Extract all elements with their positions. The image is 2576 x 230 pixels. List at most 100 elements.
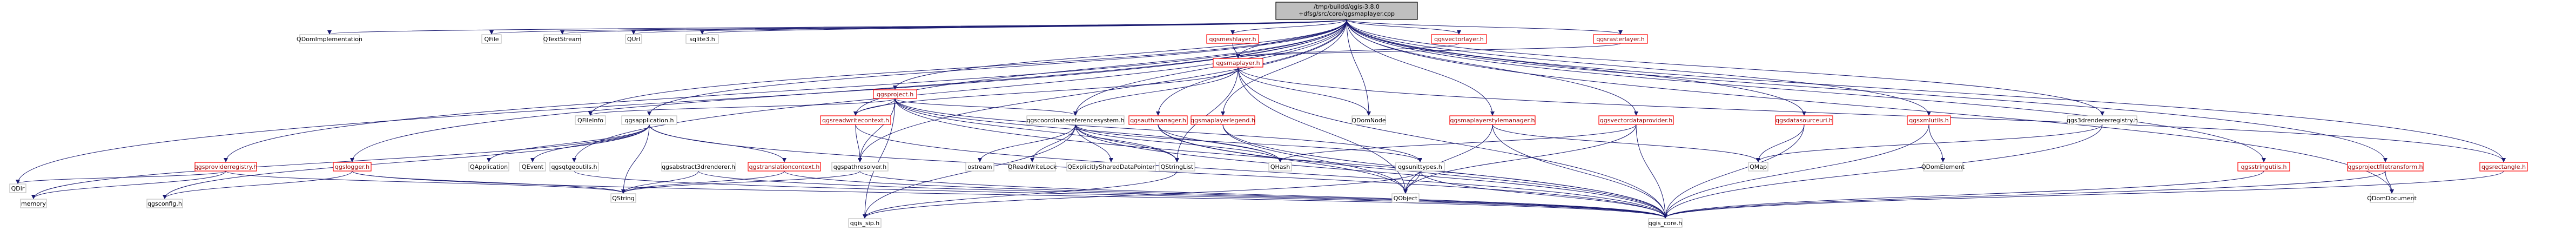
node-label: QMap <box>1750 163 1767 170</box>
edge-qgsmaplayer-h-to-qstring-list <box>1175 67 1239 162</box>
node-label: qgsmeshlayer.h <box>1209 36 1256 43</box>
node-qmap: QMap <box>1748 162 1768 172</box>
node-qgscoordinatereferencesystem-h: qgscoordinatereferencesystem.h <box>1026 115 1125 125</box>
node-sqlite3-h: sqlite3.h <box>685 34 719 44</box>
edge-qgsapplication-h-to-qevent <box>530 124 650 162</box>
node-label: QObject <box>1394 195 1418 202</box>
edge-qgsreadwritecontext-h-to-qgspathresolver-h <box>855 124 862 162</box>
root-label-line-2: +dfsg/src/core/qgsmaplayer.cpp <box>1299 10 1395 17</box>
node-label: qgscoordinatereferencesystem.h <box>1026 117 1124 124</box>
node-label: qgslogger.h <box>335 163 369 170</box>
edge-root-to-qgsvectordataprovider-h <box>1346 19 1638 116</box>
node-label: qgsxmlutils.h <box>1909 117 1949 124</box>
node-label: qgsrectangle.h <box>2481 163 2526 170</box>
edge-root-to-qgsrectangle-h <box>1346 19 2506 162</box>
node-qapplication: QApplication <box>468 162 509 172</box>
edge-qgsreadwritecontext-h-to-qgis-core-h <box>855 124 1667 219</box>
edge-qgstranslationcontext-h-to-qstring <box>621 170 785 194</box>
node-label: QFileInfo <box>577 117 603 124</box>
node-label: qgstranslationcontext.h <box>749 163 820 170</box>
edge-qgscoordinatereferencesystem-h-to-qhash <box>1075 124 1282 162</box>
edge-root-to-qgsmaplayerstylemanager-h <box>1346 19 1495 116</box>
node-ostream: ostream <box>965 162 994 172</box>
node-label: QDomElement <box>1921 163 1965 170</box>
edge-qgspathresolver-h-to-qstring <box>621 170 860 194</box>
node-label: qgsauthmanager.h <box>1130 117 1186 124</box>
edge-qgstranslationcontext-h-to-qgis-core-h <box>784 170 1667 219</box>
node-label: QDomNode <box>1351 117 1386 124</box>
edge-qgsproject-h-to-qgsunittypes-h <box>894 98 1422 162</box>
edge-qgsprojectfiletransform-h-to-qdom-document <box>2385 170 2394 194</box>
node-qdom-document: QDomDocument <box>2367 193 2417 203</box>
edge-qgsxmlutils-h-to-qdom-element <box>1928 124 1945 162</box>
node-label: qgis_core.h <box>1649 220 1683 227</box>
edge-qgsmaplayerstylemanager-h-to-qgis-core-h <box>1492 124 1667 219</box>
node-qgsauthmanager-h: qgsauthmanager.h <box>1128 115 1188 125</box>
edge-qgsapplication-h-to-qstring <box>621 124 650 194</box>
edge-qgsauthmanager-h-to-qhash <box>1158 124 1282 162</box>
edge-qgsvectordataprovider-h-to-qgis-core-h <box>1636 124 1667 219</box>
node-qgstranslationcontext-h: qgstranslationcontext.h <box>748 162 821 172</box>
node-label: QDomImplementation <box>297 36 362 43</box>
edge-qgsunittypes-h-to-qobject <box>1403 170 1421 194</box>
node-qgsdatasourceuri-h: qgsdatasourceuri.h <box>1775 115 1833 125</box>
node-qdom-implementation: QDomImplementation <box>297 34 362 44</box>
node-label: qgsvectordataprovider.h <box>1600 117 1672 124</box>
edge-qgspathresolver-h-to-qgis-core-h <box>859 170 1667 219</box>
node-qdom-node: QDomNode <box>1351 115 1386 125</box>
node-qgsvectordataprovider-h: qgsvectordataprovider.h <box>1598 115 1674 125</box>
node-qurl: QUrl <box>625 34 642 44</box>
node-qgsproviderregistry-h: qgsproviderregistry.h <box>194 162 257 172</box>
node-qevent: QEvent <box>519 162 546 172</box>
node-label: ostream <box>967 163 992 170</box>
edge-qgscoordinatereferencesystem-h-to-qgis-core-h <box>1075 124 1667 219</box>
node-label: qgsvectorlayer.h <box>1434 36 1484 43</box>
edge-qgsapplication-h-to-qgstranslationcontext-h <box>649 124 786 162</box>
node-qread-write-lock: QReadWriteLock <box>1008 162 1057 172</box>
edge-qgsproviderregistry-h-to-qdir <box>16 170 226 184</box>
edge-root-to-qgsauthmanager-h <box>1156 19 1347 116</box>
edge-qgsxmlutils-h-to-qgis-core-h <box>1663 124 1929 219</box>
node-qgsproject-h: qgsproject.h <box>873 89 917 99</box>
node-label: QExplicitlySharedDataPointer <box>1067 163 1155 170</box>
node-qgsreadwritecontext-h: qgsreadwritecontext.h <box>820 115 891 125</box>
edge-qgsproject-h-to-qgspathresolver-h <box>858 98 896 162</box>
edge-qgsvectorlayer-h-to-qgsmaplayer-h <box>1236 43 1459 58</box>
root-file-node: /tmp/buildd/qgis-3.8.0+dfsg/src/core/qgs… <box>1275 2 1418 20</box>
edge-qgsabstract3drenderer-h-to-qstring <box>621 170 699 194</box>
node-label: QEvent <box>522 163 544 170</box>
node-qgsrasterlayer-h: qgsrasterlayer.h <box>1593 34 1648 44</box>
node-label: QReadWriteLock <box>1008 163 1057 170</box>
node-qgsqtgeoutils-h: qgsqtgeoutils.h <box>549 162 599 172</box>
edge-qgsmaplayerstylemanager-h-to-qmap <box>1492 124 1760 162</box>
node-label: qgsmaplayerlegend.h <box>1191 117 1255 124</box>
node-qdir: QDir <box>9 183 26 193</box>
edge-root-to-qgsrasterlayer-h <box>1346 19 1623 35</box>
node-label: QApplication <box>470 163 508 170</box>
edge-qgsabstract3drenderer-h-to-qgis-core-h <box>698 170 1667 219</box>
edge-qgsauthmanager-h-to-qobject <box>1158 124 1408 194</box>
edge-qgsvectordataprovider-h-to-qobject <box>1403 124 1637 194</box>
edge-qgsproviderregistry-h-to-memory <box>31 170 226 199</box>
edge-qgscoordinatereferencesystem-h-to-qstring-list <box>1075 124 1179 162</box>
edge-root-to-qurl <box>631 19 1347 35</box>
node-label: qgsdatasourceuri.h <box>1775 117 1833 124</box>
node-qgsapplication-h: qgsapplication.h <box>621 115 677 125</box>
node-qstring: QString <box>610 193 636 203</box>
node-qfile-info: QFileInfo <box>575 115 606 125</box>
node-qgspathresolver-h: qgspathresolver.h <box>831 162 889 172</box>
node-label: qgsunittypes.h <box>1398 163 1442 170</box>
node-label: QDir <box>11 185 25 192</box>
edge-qgs3drendererregistry-h-to-qmap <box>1756 124 2103 162</box>
edge-root-to-qfile <box>489 19 1347 35</box>
edge-qgscoordinatereferencesystem-h-to-qgsunittypes-h <box>1075 124 1422 162</box>
node-label: qgsprojectfiletransform.h <box>2348 163 2423 170</box>
edge-root-to-qgspathresolver-h <box>858 19 1347 162</box>
node-label: qgs3drendererregistry.h <box>2067 117 2138 124</box>
edge-root-to-qtext-stream <box>560 19 1347 35</box>
node-qgsabstract3drenderer-h: qgsabstract3drenderer.h <box>661 162 736 172</box>
edge-qgsmaplayer-h-to-qgsreadwritecontext-h <box>853 67 1239 116</box>
edge-qgsproviderregistry-h-to-qstring <box>225 170 625 194</box>
edge-root-to-qdom-document <box>1346 19 2394 194</box>
